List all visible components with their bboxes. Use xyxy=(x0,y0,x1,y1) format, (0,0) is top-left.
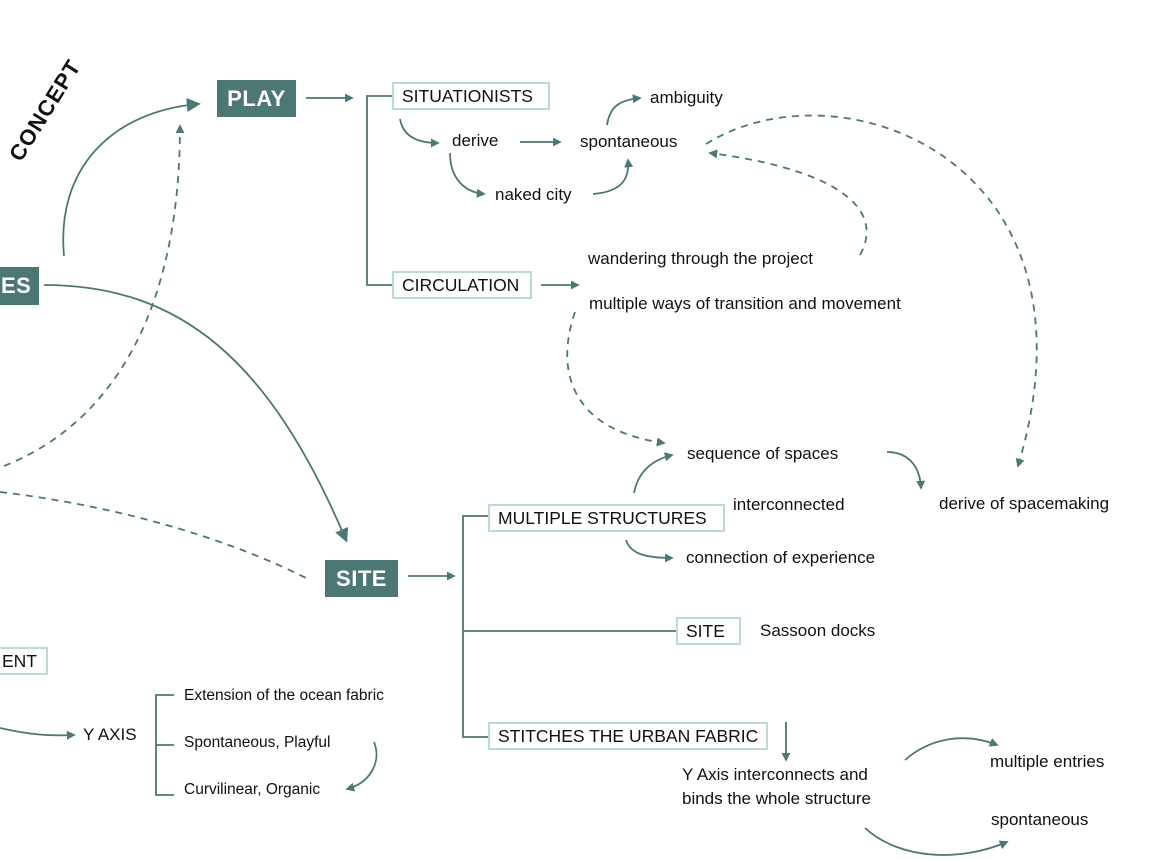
dashed-arrow-to-play xyxy=(3,124,185,467)
derive-to-naked-city xyxy=(449,152,486,198)
concept-arrow xyxy=(62,98,201,257)
label-y-axis: Y AXIS xyxy=(83,725,137,744)
node-multiple-structures: MULTIPLE STRUCTURES xyxy=(488,504,725,532)
label-connection-of-experience: connection of experience xyxy=(686,548,876,567)
node-es-fragment: ES xyxy=(0,267,39,305)
structures-to-sequence xyxy=(633,452,674,494)
node-situationists: SITUATIONISTS xyxy=(392,82,550,110)
label-y-axis-interconnects: Y Axis interconnects and xyxy=(682,765,868,784)
node-circulation: CIRCULATION xyxy=(392,271,532,299)
label-curvilinear-organic: Curvilinear, Organic xyxy=(184,781,321,798)
sequence-to-derive-spacemaking xyxy=(886,451,926,490)
site-bracket xyxy=(462,515,676,738)
structures-to-connection xyxy=(625,539,674,563)
to-multiple-entries xyxy=(904,737,999,761)
dashed-line-to-site xyxy=(0,491,307,579)
label-spontaneous: spontaneous xyxy=(580,132,678,151)
node-site-box: SITE xyxy=(676,617,741,645)
playful-to-curvilinear xyxy=(345,741,378,792)
label-multiple-ways: multiple ways of transition and movement xyxy=(589,294,901,313)
to-y-axis-arrow xyxy=(0,727,76,740)
spontaneous-to-ambiguity xyxy=(606,94,642,126)
node-site: SITE xyxy=(325,560,398,597)
node-ent-fragment: ENT xyxy=(0,647,48,675)
naked-city-to-spontaneous xyxy=(592,158,634,195)
label-spontaneous-playful: Spontaneous, Playful xyxy=(184,734,331,751)
label-spontaneous-2: spontaneous xyxy=(991,810,1089,829)
dashed-wandering-to-spontaneous xyxy=(708,149,868,256)
es-to-site-arrow xyxy=(43,284,349,543)
dashed-multiple-ways-to-sequence xyxy=(566,311,666,447)
play-bracket xyxy=(366,95,392,286)
to-spontaneous-2 xyxy=(864,827,1009,856)
label-sassoon-docks: Sassoon docks xyxy=(760,621,876,640)
label-binds-whole-structure: binds the whole structure xyxy=(682,789,871,808)
y-axis-bracket xyxy=(155,694,174,796)
label-wandering: wandering through the project xyxy=(588,249,813,268)
label-extension-ocean-fabric: Extension of the ocean fabric xyxy=(184,687,384,704)
situationists-to-derive xyxy=(399,118,440,148)
label-naked-city: naked city xyxy=(495,185,572,204)
node-play: PLAY xyxy=(217,80,296,117)
label-sequence-of-spaces: sequence of spaces xyxy=(687,444,839,463)
dashed-spontaneous-to-derive-spacemaking xyxy=(705,114,1038,468)
node-stitches-urban-fabric: STITCHES THE URBAN FABRIC xyxy=(488,722,768,750)
label-interconnected: interconnected xyxy=(733,495,845,514)
label-derive-of-spacemaking: derive of spacemaking xyxy=(939,494,1110,513)
label-multiple-entries: multiple entries xyxy=(990,752,1105,771)
label-ambiguity: ambiguity xyxy=(650,88,723,107)
label-derive: derive xyxy=(452,131,499,150)
